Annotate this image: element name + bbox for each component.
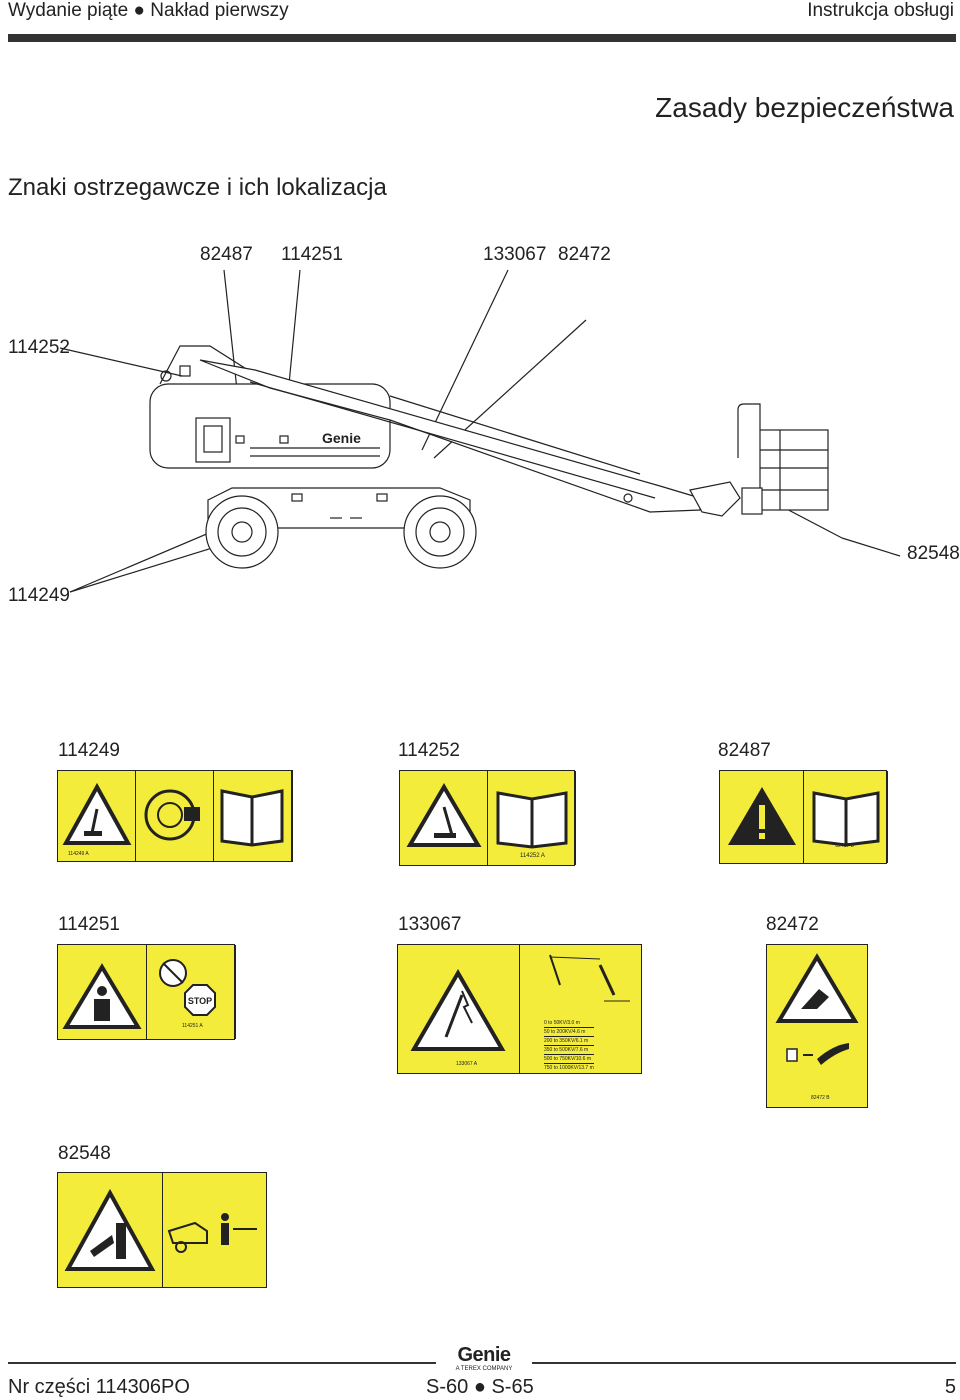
keep-clear-distance-icon — [167, 1213, 257, 1253]
decal-133067: 133067 A 0 to 50KV/3.0 m 50 to 200KV/4.6… — [397, 944, 642, 1074]
tipover-warning-icon — [62, 782, 132, 845]
decal-82487: 82487 B — [719, 770, 888, 864]
electrocution-hazard-icon — [410, 969, 506, 1051]
bullet-icon: ● — [133, 0, 145, 21]
decal-code-82472: 82472 B — [811, 1095, 830, 1101]
header-edition: Wydanie piąte ● Nakład pierwszy — [8, 0, 289, 21]
decal-label-133067: 133067 — [398, 914, 462, 935]
footer-part-number: Nr części 114306PO — [8, 1376, 190, 1398]
decal-label-114249: 114249 — [58, 740, 120, 761]
read-manual-icon — [496, 791, 568, 849]
subtitle: Znaki ostrzegawcze i ich lokalizacja — [8, 174, 387, 201]
decal-label-114251: 114251 — [58, 914, 120, 935]
clearance-row: 500 to 750KV/10.6 m — [544, 1055, 594, 1064]
decal-code-133067: 133067 A — [456, 1061, 478, 1067]
power-line-clearance-icon — [549, 954, 630, 1002]
crush-hazard-icon — [775, 953, 859, 1065]
decal-114251: STOP 114251 A — [57, 944, 236, 1040]
clearance-row: 50 to 200KV/4.6 m — [544, 1028, 594, 1037]
footer-page-number: 5 — [944, 1376, 956, 1398]
footer-logo: Genie A TEREX COMPANY — [436, 1344, 532, 1376]
boom-lift-diagram: Genie — [59, 269, 901, 593]
diagram-label-114252: 114252 — [8, 337, 70, 358]
decal-82472: 82472 B — [766, 944, 868, 1108]
genie-logo-text: Genie — [457, 1344, 511, 1366]
diagram-label-114251: 114251 — [281, 244, 343, 265]
section-title: Zasady bezpieczeństwa — [655, 92, 954, 123]
clearance-row: 200 to 350KV/6.1 m — [544, 1037, 594, 1046]
clearance-table: 0 to 50KV/3.0 m 50 to 200KV/4.6 m 200 to… — [544, 1019, 594, 1072]
diagram-label-82487: 82487 — [200, 244, 253, 265]
footer-models: S-60 ● S-65 — [426, 1376, 534, 1398]
general-warning-icon — [728, 787, 796, 845]
diagram-label-114249: 114249 — [8, 585, 70, 606]
decal-label-82548: 82548 — [58, 1143, 111, 1164]
machine-genie-logo: Genie — [322, 430, 361, 446]
diagram-label-82548: 82548 — [907, 543, 960, 564]
explosion-hazard-icon — [62, 963, 142, 1029]
clearance-row: 350 to 500KV/7.6 m — [544, 1046, 594, 1055]
genie-logo-subtext: A TEREX COMPANY — [455, 1366, 513, 1372]
decal-label-114252: 114252 — [398, 740, 460, 761]
decal-82548 — [57, 1172, 267, 1288]
diagram-label-82472: 82472 — [558, 244, 611, 265]
clearance-row: 0 to 50KV/3.0 m — [544, 1019, 594, 1028]
decal-label-82472: 82472 — [766, 914, 819, 935]
header-rule — [8, 34, 956, 42]
decal-code-114249: 114249 A — [68, 851, 89, 857]
collision-hazard-icon — [64, 1188, 156, 1271]
diagram-label-133067: 133067 — [483, 244, 547, 265]
no-flame-stop-icon: STOP — [159, 959, 216, 1016]
read-manual-icon — [812, 791, 880, 847]
decal-code-114251: 114251 A — [182, 1023, 203, 1029]
read-manual-icon — [220, 789, 284, 847]
tire-icon — [144, 789, 200, 841]
header-manual-title: Instrukcja obsługi — [807, 0, 954, 21]
decal-label-82487: 82487 — [718, 740, 771, 761]
clearance-row: 750 to 1000KV/13.7 m — [544, 1065, 594, 1071]
tipover-warning-icon — [406, 783, 482, 847]
stop-sign-text: STOP — [188, 996, 212, 1006]
bullet-icon: ● — [473, 1376, 486, 1398]
decal-code-114252: 114252 A — [520, 853, 545, 859]
decal-114249: 114249 A — [57, 770, 293, 862]
decal-114252: 114252 A — [399, 770, 576, 866]
decal-code-82487: 82487 B — [835, 843, 854, 849]
